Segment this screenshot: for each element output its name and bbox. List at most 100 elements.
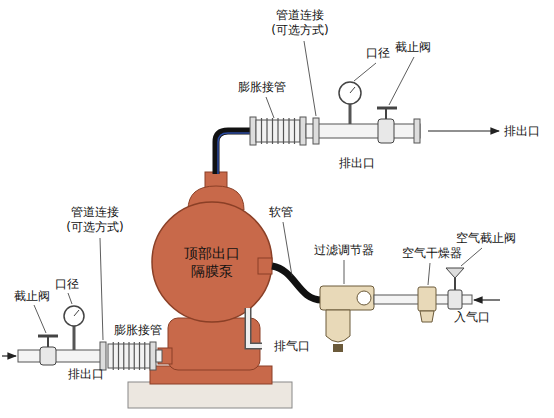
lower-pipe <box>150 342 156 370</box>
shutoff-valve <box>38 335 58 338</box>
air-dryer <box>420 311 434 322</box>
upper-pipe <box>250 117 420 145</box>
part-label: 膨胀接管 <box>114 323 162 338</box>
shutoff-valve <box>377 108 397 143</box>
air-shutoff-valve <box>454 278 456 290</box>
bellows-ridge <box>277 118 278 144</box>
shutoff-valve <box>378 119 394 143</box>
exhaust-pipe <box>248 308 262 346</box>
lower-pipe <box>18 350 102 362</box>
part-label: 口径 <box>55 277 79 292</box>
part-label: 截止阀 <box>14 289 50 304</box>
leader-line <box>461 248 482 266</box>
pump-body <box>152 202 272 322</box>
air-shutoff-valve <box>446 268 464 309</box>
bellows-ridge <box>262 118 295 144</box>
part-label: 管道连接 (可选方式) <box>268 8 332 38</box>
filter-regulator <box>326 310 350 342</box>
air-shutoff-valve <box>448 290 462 309</box>
exhaust-pipe <box>248 308 262 346</box>
bellows-ridge <box>283 118 284 144</box>
leader-line <box>34 305 46 333</box>
filter-regulator <box>333 344 343 352</box>
lower-pipe <box>156 350 162 362</box>
part-label: 空气截止阀 <box>456 231 516 246</box>
part-label: 过滤调节器 <box>314 243 374 258</box>
shutoff-valve <box>40 347 56 365</box>
leader-line <box>428 263 430 285</box>
flow-arrow <box>428 130 499 131</box>
shutoff-valve <box>47 336 49 347</box>
lower-pipe <box>100 342 106 370</box>
pump-body <box>152 172 272 364</box>
filter-regulator <box>320 286 374 310</box>
part-label: 排气口 <box>274 339 310 354</box>
pump-title: 顶部出口 隔膜泵 <box>181 244 243 280</box>
part-label: 管道连接 (可选方式) <box>63 205 127 235</box>
bellows-ridge <box>272 118 273 144</box>
part-label: 入气口 <box>454 310 490 325</box>
air-hose <box>272 266 322 300</box>
part-label: 排出口 <box>504 124 540 139</box>
filter-regulator <box>320 286 374 352</box>
inlet-arrow <box>474 299 500 300</box>
air-dryer <box>418 287 436 311</box>
discharge-hose <box>216 131 252 174</box>
pressure-gauge <box>64 306 84 326</box>
part-label: 截止阀 <box>395 40 431 55</box>
inlet-arrow <box>474 300 500 301</box>
bellows-ridge <box>288 118 289 144</box>
leader-line <box>389 57 414 105</box>
discharge-hose <box>218 133 252 174</box>
shutoff-valve <box>38 336 58 365</box>
shutoff-valve <box>385 108 387 119</box>
bellows-ridge <box>266 118 267 144</box>
bellows-ridge <box>113 342 114 370</box>
part-label: 膨胀接管 <box>238 80 286 95</box>
pressure-gauge <box>339 82 361 124</box>
pump-title-text: 顶部出口 隔膜泵 <box>181 244 243 280</box>
pressure-gauge <box>349 104 352 124</box>
lower-pipe <box>2 355 16 356</box>
leader-line <box>68 293 72 304</box>
upper-pipe <box>250 117 256 145</box>
air-hose <box>272 266 322 300</box>
bellows-ridge <box>294 118 295 144</box>
leader-line <box>100 238 103 340</box>
leader-line <box>283 222 292 276</box>
air-dryer <box>418 287 436 322</box>
leader-line <box>304 41 316 116</box>
pressure-gauge <box>64 306 84 350</box>
leader-line <box>354 63 376 81</box>
bellows-ridge <box>113 342 145 370</box>
part-label: 软管 <box>269 205 293 220</box>
bellows-ridge <box>139 342 140 370</box>
pressure-gauge <box>339 82 361 104</box>
pump-body <box>258 258 272 274</box>
upper-pipe <box>414 119 420 143</box>
shutoff-valve <box>377 107 397 110</box>
bellows-ridge <box>118 342 119 370</box>
bellows-ridge <box>144 342 145 370</box>
leader-line <box>344 260 345 284</box>
leader-line <box>34 41 482 340</box>
bellows-ridge <box>134 342 135 370</box>
part-label: 口径 <box>366 46 390 61</box>
bellows-ridge <box>261 118 262 144</box>
part-label: 排出口 <box>68 367 104 382</box>
lower-pipe <box>2 342 162 370</box>
upper-pipe <box>306 124 420 138</box>
bellows-ridge <box>123 342 124 370</box>
upper-pipe <box>313 118 319 144</box>
pump-base <box>128 382 292 408</box>
bellows-ridge <box>128 342 129 370</box>
part-label: 排出口 <box>339 156 375 171</box>
filter-regulator <box>357 291 371 305</box>
pressure-gauge <box>350 87 355 93</box>
pressure-gauge <box>74 310 79 316</box>
part-label: 空气干燥器 <box>402 246 462 261</box>
leader-line <box>266 97 274 118</box>
upper-pipe <box>300 117 306 145</box>
discharge-hose <box>216 131 252 174</box>
